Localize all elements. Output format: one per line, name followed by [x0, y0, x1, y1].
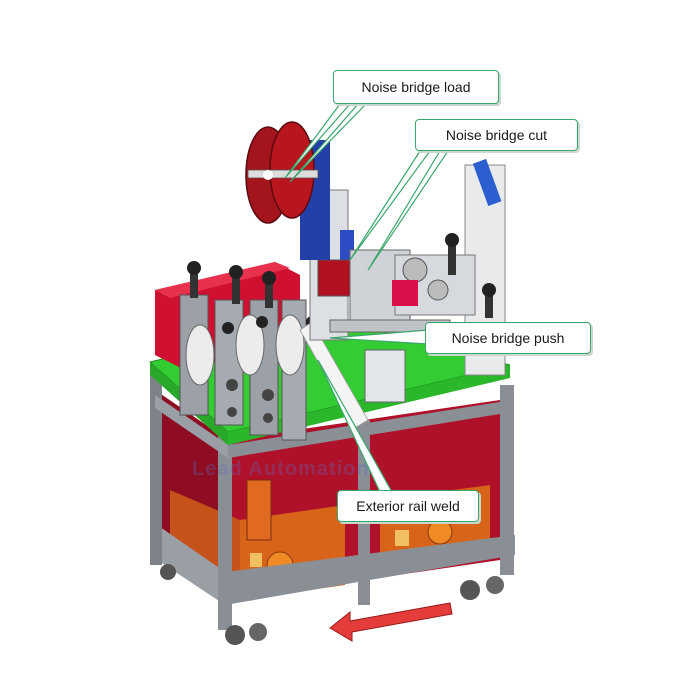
frame-upright-front-right [500, 385, 514, 575]
control-box-left-gauge [250, 553, 262, 567]
frame-rail-lower [228, 545, 512, 598]
red-block-top [155, 262, 290, 298]
watermark-text: Lead Automation [192, 458, 370, 480]
red-flow-arrow [329, 602, 453, 642]
frame-upright-front-left [218, 430, 232, 630]
inner-column [246, 479, 272, 541]
control-box-right-gauge [395, 530, 409, 546]
frame-base-side [150, 520, 225, 605]
callout-exterior-rail-weld: Exterior rail weld [337, 490, 479, 522]
casters [160, 564, 504, 645]
callout-leaders [284, 103, 450, 493]
frame-rail-front [228, 400, 512, 458]
callout-noise-bridge-load: Noise bridge load [333, 70, 499, 104]
control-box-right-dial [427, 519, 453, 545]
callout-noise-bridge-push: Noise bridge push [425, 322, 591, 354]
frame-rail-side [155, 395, 228, 458]
callout-noise-bridge-cut: Noise bridge cut [415, 119, 578, 151]
frame-upright-back-left [150, 370, 162, 565]
roller-stations [179, 261, 318, 441]
